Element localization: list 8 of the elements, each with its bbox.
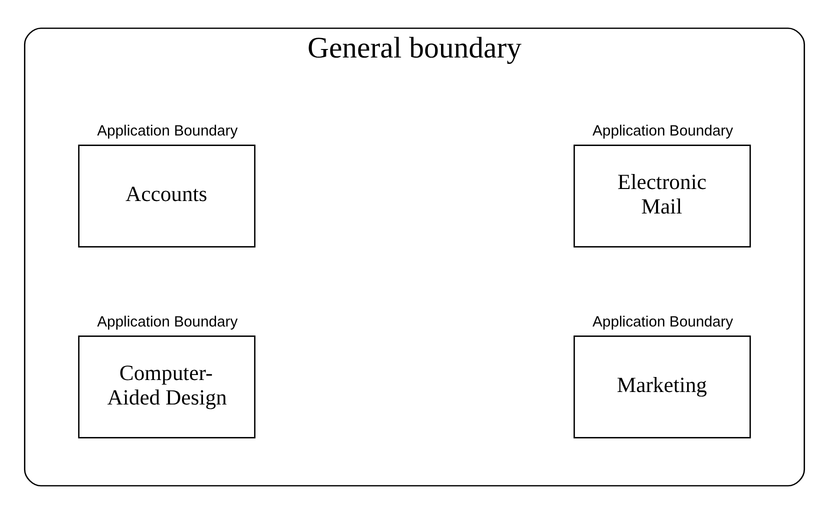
node-label: Application Boundary xyxy=(592,314,734,330)
node-box: Marketing xyxy=(574,336,751,438)
node-box: Accounts xyxy=(78,144,256,248)
node-label: Application Boundary xyxy=(97,124,238,140)
node-box: Computer-Aided Design xyxy=(78,336,256,438)
node-label: Application Boundary xyxy=(592,124,734,140)
node-label: Application Boundary xyxy=(97,314,238,330)
node-box: Electronic Mail xyxy=(574,144,751,248)
